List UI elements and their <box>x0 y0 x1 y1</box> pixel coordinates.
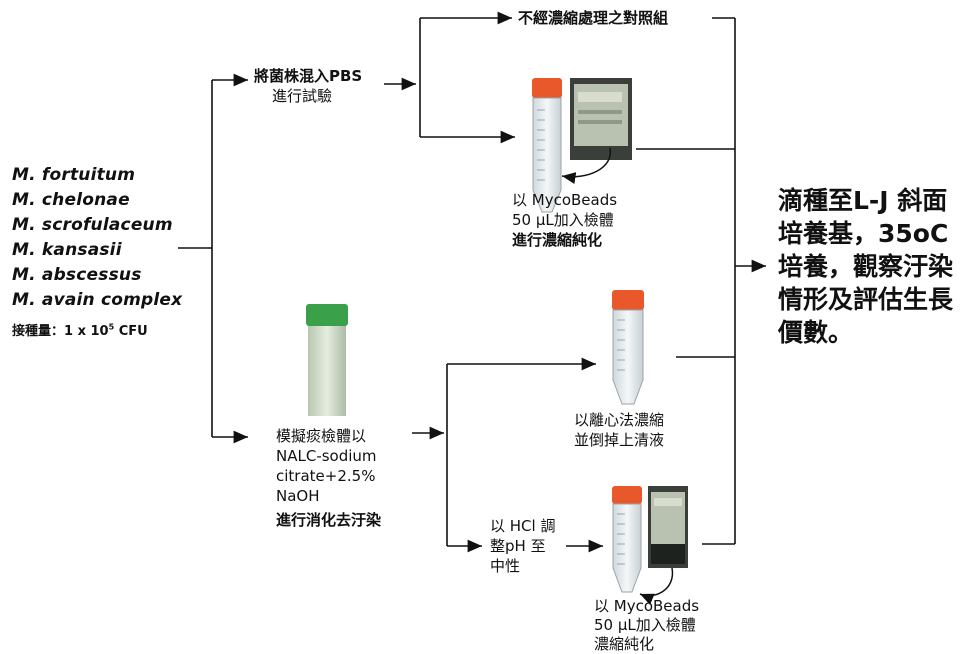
species-item: M. avain complex <box>12 290 183 310</box>
centrifuge-line2: 並倒掉上清液 <box>574 431 665 449</box>
mycobeads2-line3: 濃縮純化 <box>594 635 655 653</box>
inoculum-suffix: CFU <box>118 324 148 339</box>
inoculum-label: 接種量：1 x 105 CFU <box>12 320 148 339</box>
connector-lines <box>178 11 766 553</box>
bottom-branch-line5: 進行消化去汙染 <box>276 511 382 529</box>
mycobeads2-line2: 50 μL加入檢體 <box>594 616 696 634</box>
result-line4: 情形及評估生長 <box>778 285 954 314</box>
centrifuge-tube-image-3 <box>612 486 642 593</box>
mycobeads1-line3: 進行濃縮純化 <box>512 231 603 249</box>
inoculum-exponent: 5 <box>108 322 115 332</box>
bottom-branch-line1: 模擬痰檢體以 <box>276 427 367 445</box>
centrifuge-tube-image-2 <box>612 290 644 405</box>
centrifuge-line1: 以離心法濃縮 <box>574 411 665 429</box>
species-item: M. abscessus <box>12 265 142 285</box>
top-branch-line2: 進行試驗 <box>272 87 333 105</box>
sputum-tube-image <box>306 304 348 416</box>
result-line3: 培養，觀察汙染 <box>778 252 954 281</box>
hcl-line2: 整pH 至 <box>490 537 546 555</box>
top-branch-line1: 將菌株混入PBS <box>254 67 363 85</box>
mycobeads1-line2: 50 μL加入檢體 <box>512 211 614 229</box>
mycobeads-bottle-image-1 <box>561 78 632 184</box>
bottom-branch-line2: NALC-sodium <box>276 447 377 465</box>
result-line5: 價數。 <box>778 318 854 347</box>
species-item: M. scrofulaceum <box>12 215 173 235</box>
inoculum-prefix: 接種量：1 x 10 <box>12 324 109 339</box>
mycobeads2-line1: 以 MycoBeads <box>594 597 700 615</box>
control-group-label: 不經濃縮處理之對照組 <box>518 9 669 27</box>
bottom-branch-line3: citrate+2.5% <box>276 467 376 485</box>
result-line2: 培養基，35oC <box>778 219 949 248</box>
hcl-line1: 以 HCl 調 <box>490 517 556 535</box>
mycobeads-bottle-image-2 <box>639 486 688 605</box>
hcl-line3: 中性 <box>490 557 521 575</box>
species-item: M. kansasii <box>12 240 122 260</box>
mycobeads1-line1: 以 MycoBeads <box>512 191 618 209</box>
bottom-branch-line4: NaOH <box>276 487 320 505</box>
result-line1: 滴種至L-J 斜面 <box>778 186 948 215</box>
species-item: M. chelonae <box>12 190 130 210</box>
species-item: M. fortuitum <box>12 165 136 185</box>
centrifuge-tube-image-1 <box>532 78 562 213</box>
